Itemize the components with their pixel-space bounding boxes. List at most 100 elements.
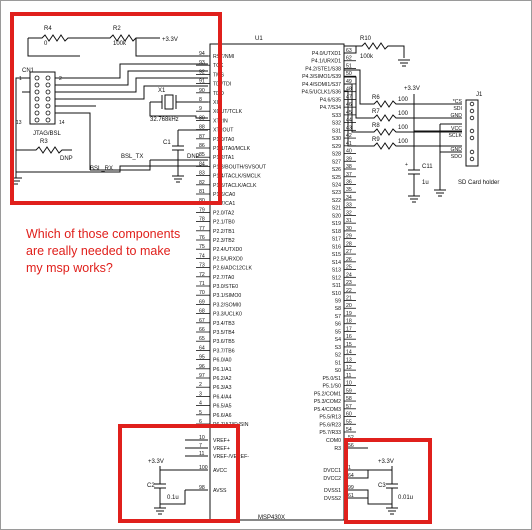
mcu-right-pin-number: 54 xyxy=(346,427,352,433)
c1-ref: C1 xyxy=(163,140,171,146)
mcu-left-pin-name: P3.4/TB3 xyxy=(213,321,235,327)
mcu-right-pin-name: P5.3/COM2 xyxy=(314,399,341,405)
bsl-rx-label: BSL_RX xyxy=(90,166,113,172)
sd-resistor-ref: R7 xyxy=(372,109,380,115)
mcu-right-pin-name: S5 xyxy=(335,329,341,335)
x1-to-xout xyxy=(149,102,208,119)
mcu-right-pin-number: 60 xyxy=(346,412,352,418)
mcu-right-pin-number: 45 xyxy=(346,110,352,116)
jtag-header-ref: CN1 xyxy=(22,68,35,74)
jtag-pin xyxy=(34,110,40,116)
c11-plus: + xyxy=(405,162,408,168)
mcu-right-pin-number: 51 xyxy=(346,63,352,69)
mcu-right-pin-number: 35 xyxy=(346,187,352,193)
r3-resistor xyxy=(16,146,72,154)
mcu-power-left-pin-number: 98 xyxy=(199,485,205,491)
mcu-left-pin-number: 69 xyxy=(199,299,205,305)
mcu-right-pin-number: 23 xyxy=(346,280,352,286)
mcu-right-pin-name: S11 xyxy=(332,283,341,289)
mcu-left-pin-name: P3.6/TB5 xyxy=(213,339,235,345)
jtag-pin xyxy=(34,89,40,95)
mcu-right-pin-number: 62 xyxy=(346,56,352,62)
mcu-left-pin-number: 93 xyxy=(199,60,205,66)
mcu-right-pin-number: 39 xyxy=(346,156,352,162)
mcu-left-pin-name: P1.2/TA1 xyxy=(213,155,234,161)
mcu-left-pin-number: 64 xyxy=(199,345,205,351)
mcu-right-pin-name: P4.2/STE1/S38 xyxy=(305,66,341,72)
mcu-power-left-pin-number: 11 xyxy=(199,451,204,457)
mcu-left-pin-number: 92 xyxy=(199,69,205,75)
c2-ground-symbol xyxy=(154,504,166,515)
c3-value: 0.01u xyxy=(398,495,413,501)
question-line-3: my msp works? xyxy=(26,261,113,275)
mcu-left-pin-number: 9 xyxy=(199,106,202,112)
mcu-left-pin-name: P3.5/TB4 xyxy=(213,330,235,336)
mcu-left-pin-number: 79 xyxy=(199,207,205,213)
r3-value: DNP xyxy=(60,156,73,162)
mcu-left-pin-number: 85 xyxy=(199,152,205,158)
x1-ref: X1 xyxy=(158,88,166,94)
mcu-right-pin-number: 33 xyxy=(346,203,352,209)
mcu-power-left-pin-number: 100 xyxy=(199,465,208,471)
mcu-power-left-pin-number: 10 xyxy=(199,435,205,441)
jtag-header-label: JTAG/BSL xyxy=(33,131,62,137)
mcu-right-pin-name: P5.7/R33 xyxy=(319,430,341,436)
mcu-left-pin-name: XOUT/TCLK xyxy=(213,109,243,115)
mcu-left-pin-name: P3.3/UCLK0 xyxy=(213,312,242,318)
mcu-right-pin-number: 32 xyxy=(346,210,352,216)
jtag-supply-label: +3.3V xyxy=(162,37,178,43)
mcu-left-pin-name: XIN xyxy=(213,100,222,106)
mcu-right-pin-name: P5.0/S1 xyxy=(323,376,342,382)
sd-pin-label: GND xyxy=(450,113,462,119)
mcu-right-pins: 63P4.0/UTXD162P4.1/URXD151P4.2/STE1/S385… xyxy=(301,48,356,436)
sd-pin-dot xyxy=(469,115,475,121)
mcu-left-pin-number: 74 xyxy=(199,253,205,259)
jtag-pin-hint-14: 14 xyxy=(59,120,65,126)
mcu-left-pin-name: P6.6/A6 xyxy=(213,413,232,419)
mcu-left-pin-number: 77 xyxy=(199,226,205,232)
mcu-right-pin-name: P5.2/COM1 xyxy=(314,391,341,397)
mcu-right-pin-name: S24 xyxy=(332,182,341,188)
sd-series-resistor xyxy=(368,142,462,150)
mcu-right-pin-number: 18 xyxy=(346,319,352,325)
mcu-right-pin-name: S25 xyxy=(332,175,341,181)
mcu-right-pin-name: S2 xyxy=(335,353,341,359)
mcu-right-pin-number: 42 xyxy=(346,133,352,139)
jtag-pin xyxy=(34,103,40,109)
jtag-pin xyxy=(45,96,51,102)
mcu-right-pin-number: 38 xyxy=(346,164,352,170)
sd-gnd-wires xyxy=(439,123,462,190)
mcu-right-pin-name: P5.4/COM3 xyxy=(314,407,341,413)
mcu-left-pin-name: P2.0/TA2 xyxy=(213,210,234,216)
mcu-left-pin-number: 65 xyxy=(199,336,205,342)
sd-resistor-ref: R6 xyxy=(372,95,380,101)
mcu-right-pin-name: S12 xyxy=(332,275,341,281)
sd-series-resistor xyxy=(368,128,462,136)
sd-pin-label: SDI xyxy=(453,106,462,112)
mcu-left-pin-name: P2.1/TB0 xyxy=(213,220,235,226)
mcu-right-pin-number: 26 xyxy=(346,257,352,263)
mcu-power-left-pin-number: 7 xyxy=(199,443,202,449)
mcu-right-pin-name: S9 xyxy=(335,299,341,305)
mcu-right-pin-name: S13 xyxy=(332,268,341,274)
mcu-left-pin-number: 71 xyxy=(199,281,205,287)
mcu-left-pin-name: RST/NMI xyxy=(213,54,234,60)
mcu-right-pin-name: S32 xyxy=(332,121,341,127)
mcu-right-pin-name: P4.0/UTXD1 xyxy=(312,51,341,57)
sd-resistor-value: 100 xyxy=(398,139,409,145)
mcu-power-right-pin-name: R3 xyxy=(334,446,341,452)
mcu-right-pin-number: 11 xyxy=(346,373,351,379)
mcu-left-pin-number: 87 xyxy=(199,134,205,140)
question-line-2: are really needed to make xyxy=(26,244,171,258)
mcu-left-pin-number: 8 xyxy=(199,97,202,103)
jtag-pin-hint-13: 13 xyxy=(16,120,22,126)
sd-series-resistor xyxy=(368,114,462,122)
sd-ground-symbol xyxy=(434,189,446,197)
jtag-pin xyxy=(34,117,40,123)
r10-value: 100k xyxy=(360,54,374,60)
r4-value: 0 xyxy=(44,41,48,47)
mcu-left-pin-name: P3.0/STE0 xyxy=(213,284,238,290)
sd-somi-wire xyxy=(344,83,368,133)
